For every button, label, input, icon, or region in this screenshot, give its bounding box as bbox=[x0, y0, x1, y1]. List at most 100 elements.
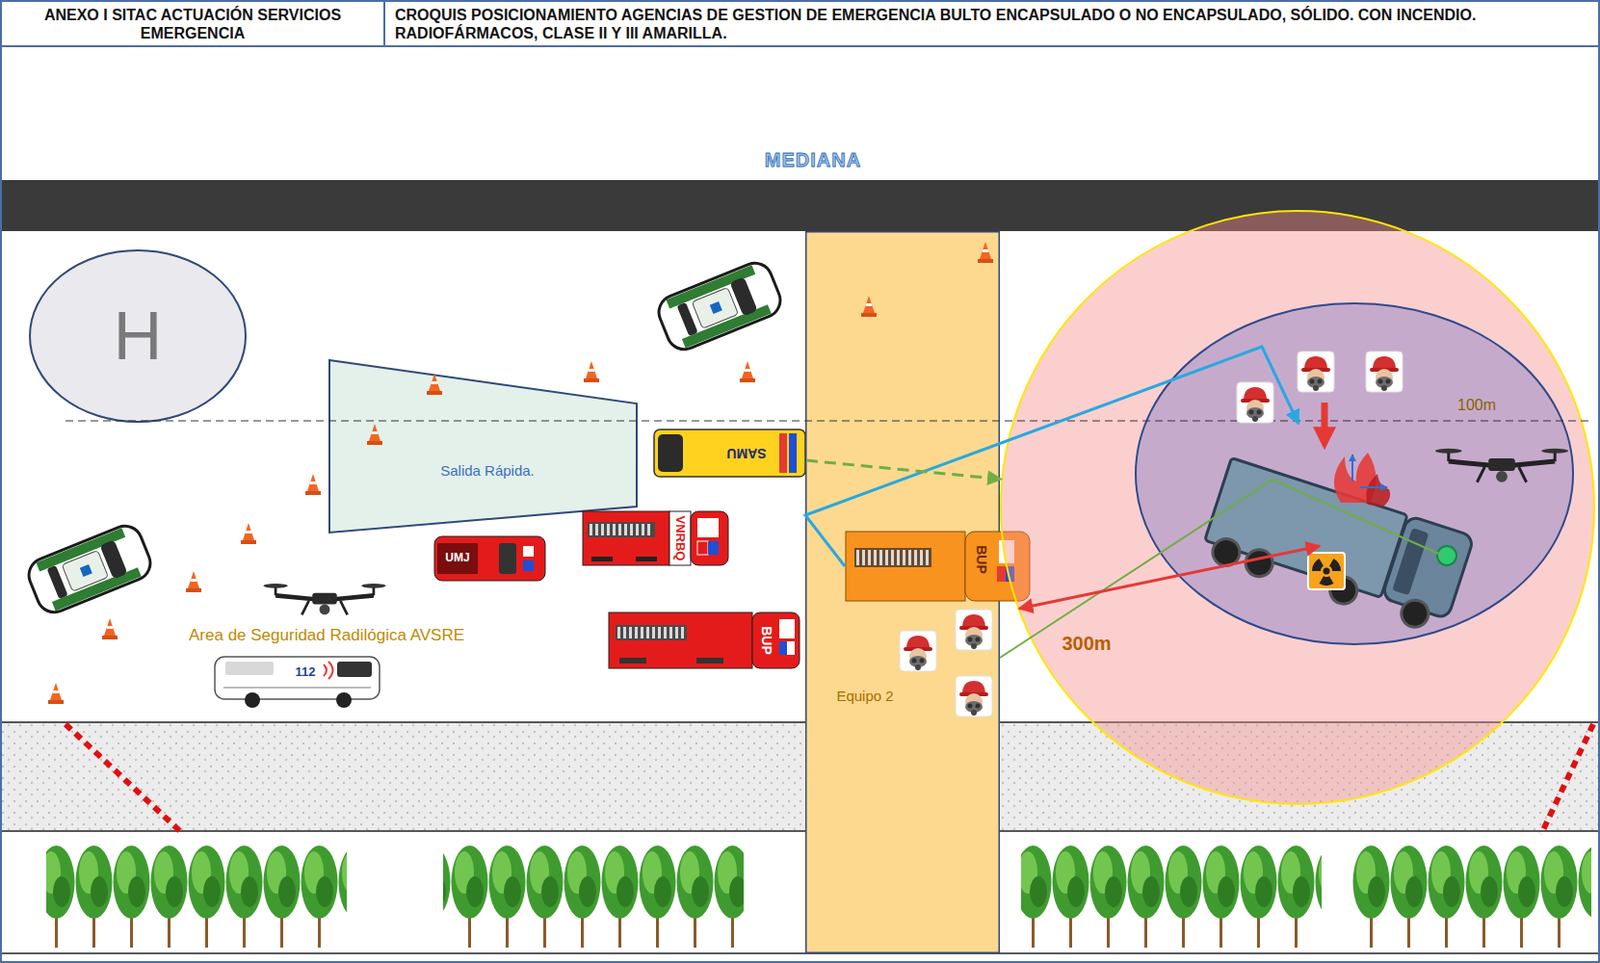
exit-zone-shape bbox=[328, 359, 638, 534]
shape-part bbox=[29, 250, 246, 422]
shape-part bbox=[329, 360, 637, 533]
shape-part bbox=[657, 434, 683, 473]
shape-part bbox=[498, 543, 517, 575]
ambulance: SAMU bbox=[653, 428, 807, 478]
fire-truck: BUP bbox=[607, 611, 801, 670]
area-label: Area de Seguridad Radilógica AVSRE bbox=[188, 626, 465, 646]
inner-zone-shape bbox=[1134, 302, 1574, 646]
shape-part bbox=[244, 692, 261, 709]
shape-part bbox=[788, 433, 797, 473]
shape-part bbox=[619, 657, 647, 664]
fire-truck-text: BUP bbox=[972, 545, 988, 575]
nrbq-truck-text: VNRBQ bbox=[673, 516, 687, 562]
ambulance-text: SAMU bbox=[726, 445, 766, 460]
shape-part bbox=[854, 548, 932, 568]
exit-zone: Salida Rápida. bbox=[328, 359, 638, 534]
traffic-cone bbox=[48, 682, 64, 705]
fire-truck-shape bbox=[844, 530, 1031, 603]
shape-part bbox=[708, 541, 719, 555]
shape-part bbox=[690, 511, 729, 566]
shape-part bbox=[589, 524, 654, 536]
median-label: MEDIANA bbox=[764, 149, 862, 172]
lower-border bbox=[0, 952, 1600, 955]
title-text: CROQUIS POSICIONAMIENTO AGENCIAS DE GEST… bbox=[394, 5, 1587, 43]
coordination-van: 112 bbox=[213, 651, 381, 709]
team-zone-shape bbox=[805, 231, 1000, 954]
shape-part bbox=[696, 657, 724, 664]
shape-part bbox=[582, 511, 670, 566]
shape-part bbox=[697, 541, 709, 555]
inner-zone: 100m bbox=[1134, 302, 1574, 646]
exclusion-zone: 300m 100m bbox=[999, 209, 1596, 806]
shape-part bbox=[654, 429, 806, 477]
shape-part bbox=[1000, 210, 1595, 805]
helipad: H bbox=[28, 249, 247, 423]
umj-vehicle: UMJ bbox=[433, 535, 547, 582]
shape-part bbox=[523, 560, 534, 572]
coordination-van-text: 112 bbox=[295, 665, 316, 680]
perimeter-line bbox=[1541, 724, 1594, 835]
traffic-cone bbox=[185, 571, 202, 593]
traffic-cone bbox=[305, 473, 321, 496]
header-divider bbox=[383, 0, 386, 47]
umj-vehicle-text: UMJ bbox=[445, 551, 470, 565]
tree-row bbox=[1021, 834, 1322, 950]
shape-part bbox=[214, 656, 380, 700]
shape-part bbox=[323, 661, 334, 680]
shape-part bbox=[779, 619, 795, 639]
shape-part bbox=[996, 566, 1006, 582]
shape-part bbox=[337, 661, 372, 678]
shape-part bbox=[523, 546, 534, 557]
header-cell: CROQUIS POSICIONAMIENTO AGENCIAS DE GEST… bbox=[385, 1, 1597, 47]
shape-part bbox=[856, 550, 930, 566]
shape-part bbox=[225, 661, 274, 676]
shape-part bbox=[1135, 303, 1574, 645]
annex-heading: ANEXO I SITAC ACTUACIÓN SERVICIOS EMERGE… bbox=[9, 5, 376, 43]
shape-part bbox=[608, 612, 753, 669]
shape-part bbox=[779, 433, 787, 473]
perimeter-line bbox=[65, 724, 184, 835]
shape-part bbox=[434, 536, 546, 581]
nrbq-truck-shape bbox=[581, 510, 730, 567]
shape-part bbox=[587, 522, 656, 538]
shape-part bbox=[786, 641, 795, 656]
shape-part bbox=[591, 556, 613, 562]
inner-zone-text: 100m bbox=[1457, 396, 1496, 415]
shape-part bbox=[223, 686, 371, 689]
exclusion-zone-text: 300m bbox=[1061, 632, 1111, 655]
shape-part bbox=[779, 641, 787, 656]
shape-part bbox=[669, 511, 691, 566]
police-car bbox=[24, 521, 157, 618]
tree-row bbox=[46, 834, 347, 950]
team-zone: Equipo 2 BUP bbox=[805, 231, 1000, 954]
nrbq-truck: VNRBQ bbox=[581, 510, 730, 567]
shape-part bbox=[845, 531, 966, 602]
shape-part bbox=[615, 625, 687, 641]
shape-part bbox=[617, 627, 685, 639]
fire-truck: BUP bbox=[844, 530, 1031, 603]
shape-part bbox=[752, 612, 800, 669]
header-rule bbox=[0, 45, 1600, 48]
coordination-van-shape bbox=[213, 651, 381, 709]
tree-row bbox=[1352, 834, 1592, 950]
exclusion-zone-shape bbox=[999, 209, 1596, 806]
team-zone-text: Equipo 2 bbox=[836, 688, 893, 706]
shape-part bbox=[437, 543, 478, 575]
traffic-cone bbox=[102, 618, 118, 640]
helipad-text: H bbox=[113, 299, 163, 374]
exit-zone-text: Salida Rápida. bbox=[440, 463, 535, 480]
shape-part bbox=[635, 556, 657, 562]
shape-part bbox=[697, 518, 719, 538]
traffic-cone bbox=[583, 361, 600, 383]
traffic-cone bbox=[240, 523, 257, 545]
police-car bbox=[654, 258, 787, 355]
shape-part bbox=[336, 692, 352, 709]
drone bbox=[262, 583, 386, 615]
header-cell: ANEXO I SITAC ACTUACIÓN SERVICIOS EMERGE… bbox=[1, 1, 384, 47]
tree-row bbox=[443, 834, 744, 950]
fire-truck-text: BUP bbox=[758, 626, 773, 656]
